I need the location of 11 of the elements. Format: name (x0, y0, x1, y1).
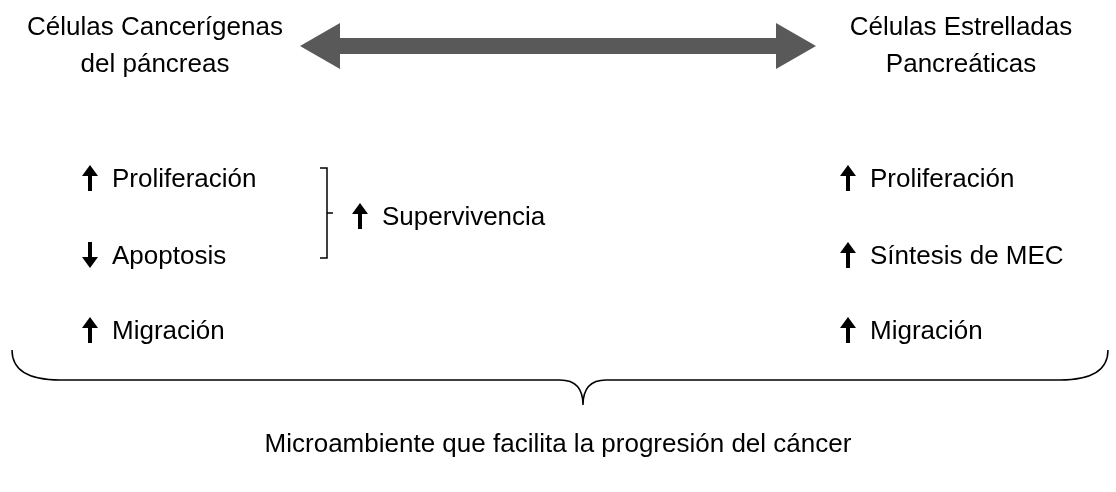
effect-label: Migración (112, 314, 225, 347)
cell-type-heading: Células Cancerígenas del páncreas (10, 8, 300, 82)
effect-label: Apoptosis (112, 239, 227, 272)
cell-type-heading: Células Estrelladas Pancreáticas (816, 8, 1106, 82)
double-arrow (300, 23, 816, 69)
effect-label: Proliferación (870, 162, 1015, 195)
effect-label: Proliferación (112, 162, 257, 195)
effect-label: Supervivencia (382, 200, 546, 233)
effect-label: Migración (870, 314, 983, 347)
caption: Microambiente que facilita la progresión del cáncer (263, 427, 853, 460)
effect-label: Síntesis de MEC (870, 239, 1064, 272)
